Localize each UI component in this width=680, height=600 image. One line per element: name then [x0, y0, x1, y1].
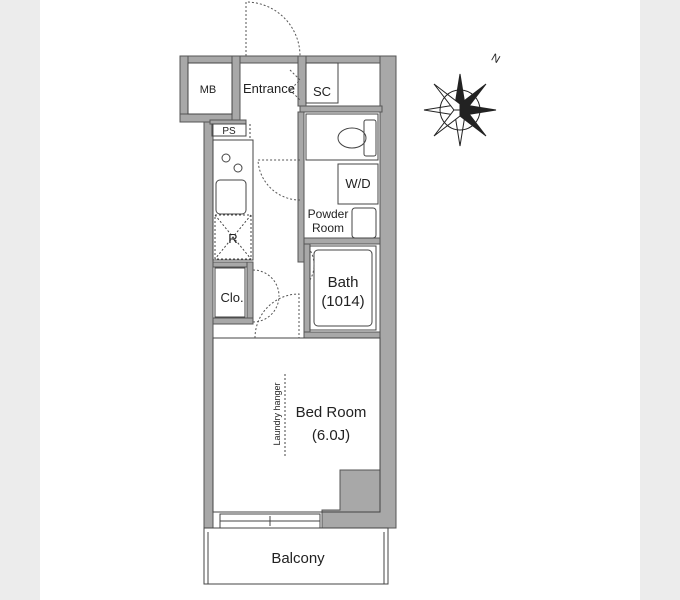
- label-balcony: Balcony: [271, 550, 325, 567]
- label-compass-north: N: [489, 52, 502, 66]
- label-powder-room-2: Room: [312, 221, 344, 235]
- room-labels: MB Entrance SC PS W/D Powder Room R Bath…: [200, 52, 502, 567]
- label-closet: Clo.: [220, 290, 243, 305]
- label-refrigerator: R: [228, 231, 237, 246]
- label-wd: W/D: [345, 176, 370, 191]
- interior-lines: [187, 62, 389, 585]
- label-powder-room-1: Powder: [308, 207, 349, 221]
- label-laundry-hanger: Laundry hanger: [272, 382, 282, 445]
- label-mb: MB: [200, 84, 217, 96]
- label-ps: PS: [222, 126, 236, 137]
- label-bedroom-size: (6.0J): [312, 427, 350, 444]
- label-bedroom: Bed Room: [296, 404, 367, 421]
- walls: [179, 55, 397, 529]
- label-sc: SC: [313, 84, 331, 99]
- label-bath-size: (1014): [321, 293, 364, 310]
- label-entrance: Entrance: [243, 81, 295, 96]
- label-bath: Bath: [328, 274, 359, 291]
- compass-rose-icon: [423, 73, 497, 147]
- door-swings: [245, 1, 315, 339]
